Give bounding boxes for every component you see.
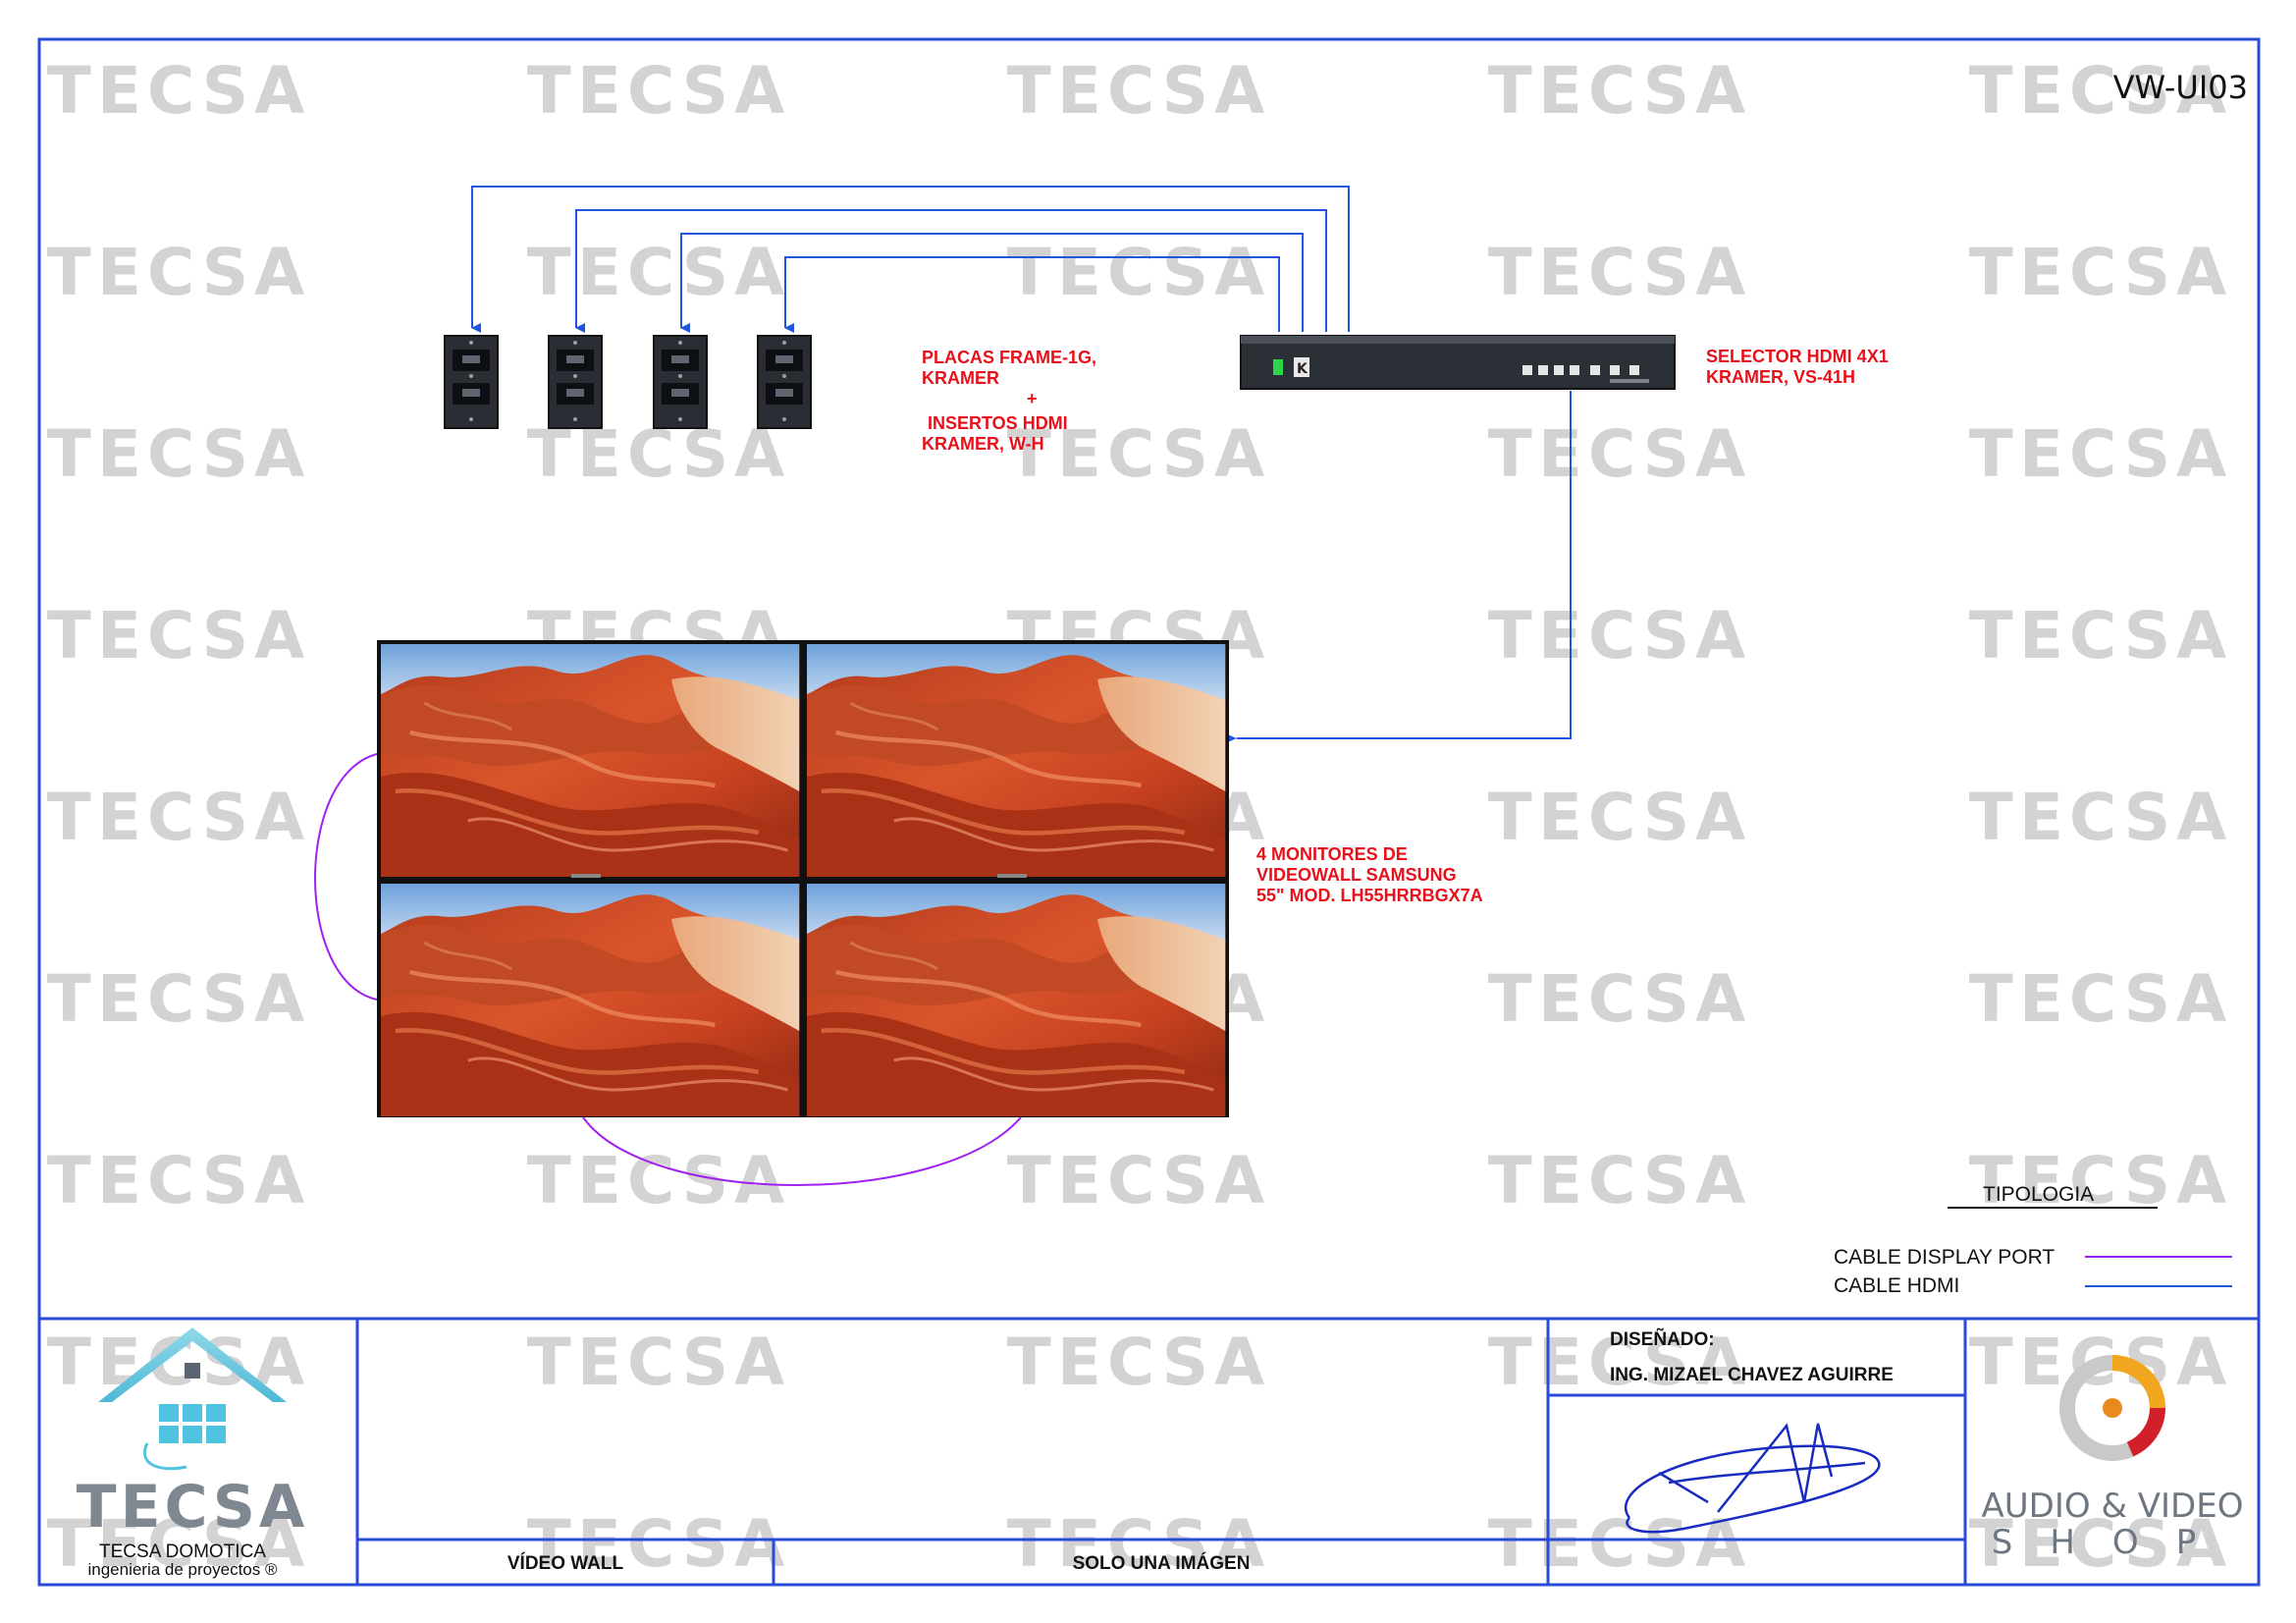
wall-plate-1 xyxy=(444,335,499,429)
monitor-bottom-right xyxy=(807,884,1225,1116)
watermark-text: TECSA xyxy=(47,53,310,129)
watermark-text: TECSA xyxy=(1488,53,1751,129)
label-line: KRAMER, W-H xyxy=(922,434,1044,454)
shop-name-line1: AUDIO & VIDEO xyxy=(1982,1487,2244,1526)
label-line: KRAMER, VS-41H xyxy=(1706,367,1855,387)
drawing-code: VW-UI03 xyxy=(2113,69,2248,106)
hdmi-selector-label: SELECTOR HDMI 4X1 KRAMER, VS-41H xyxy=(1706,347,1889,387)
watermark-text: TECSA xyxy=(1488,961,1751,1037)
watermark-text: TECSA xyxy=(1969,53,2232,129)
label-line: + xyxy=(1027,389,1038,408)
label-line: KRAMER xyxy=(922,368,999,388)
project-title: VÍDEO WALL xyxy=(507,1552,624,1574)
watermark-text: TECSA xyxy=(47,961,310,1037)
hdmi-cables-plates xyxy=(471,186,1350,333)
legend-item-displayport: CABLE DISPLAY PORT xyxy=(1834,1246,2055,1269)
watermark-text: TECSA xyxy=(47,416,310,492)
watermark-text: TECSA xyxy=(1007,1506,1270,1582)
watermark-text: TECSA xyxy=(1969,780,2232,855)
hdmi-cable-videowall xyxy=(1225,391,1572,743)
watermark-text: TECSA xyxy=(527,235,790,310)
watermark-text: TECSA xyxy=(527,1143,790,1218)
watermark-text: TECSA xyxy=(1969,961,2232,1037)
watermark-text: TECSA xyxy=(47,1143,310,1218)
designer-signature xyxy=(1624,1423,1881,1534)
watermark-text: TECSA xyxy=(1969,1506,2232,1582)
watermark-text: TECSA xyxy=(47,598,310,674)
label-line: SELECTOR HDMI 4X1 xyxy=(1706,347,1889,366)
house-roof-icon xyxy=(98,1327,287,1402)
sheet-border xyxy=(37,37,2261,1587)
wall-plates-label: PLACAS FRAME-1G, KRAMER + INSERTOS HDMI … xyxy=(922,348,1096,454)
wall-plate-3 xyxy=(653,335,708,429)
watermark-text: TECSA xyxy=(1488,416,1751,492)
monitor-top-right xyxy=(807,644,1225,877)
monitor-top-left xyxy=(381,644,799,877)
wall-plates xyxy=(444,335,812,429)
monitors-label: 4 MONITORES DE VIDEOWALL SAMSUNG 55" MOD… xyxy=(1256,844,1483,905)
watermark-text: TECSA xyxy=(1969,598,2232,674)
shop-name-line2: SHOP xyxy=(1992,1523,2233,1562)
label-line: 55" MOD. LH55HRRBGX7A xyxy=(1256,886,1483,905)
designer-name: ING. MIZAEL CHAVEZ AGUIRRE xyxy=(1610,1365,1894,1385)
legend-item-hdmi: CABLE HDMI xyxy=(1834,1274,1959,1297)
watermark-text: TECSA xyxy=(1488,1325,1751,1400)
watermark-text: TECSA xyxy=(1488,1506,1751,1582)
label-line: PLACAS FRAME-1G, xyxy=(922,348,1096,367)
watermark-text: TECSA xyxy=(1969,416,2232,492)
project-note: SOLO UNA IMÁGEN xyxy=(1073,1552,1251,1574)
label-line: VIDEOWALL SAMSUNG xyxy=(1256,865,1457,885)
hdmi-selector-device: K xyxy=(1240,335,1676,390)
watermark-text: TECSA xyxy=(47,1325,310,1400)
watermark-text: TECSA xyxy=(1007,416,1270,492)
svg-text:K: K xyxy=(1297,361,1308,377)
monitor-bottom-left xyxy=(381,884,799,1116)
videowall xyxy=(377,640,1229,1117)
watermark-text: TECSA xyxy=(1488,235,1751,310)
watermark-text: TECSA xyxy=(1007,1325,1270,1400)
audio-video-shop-logo: AUDIO & VIDEO SHOP xyxy=(1982,1355,2244,1562)
legend-title: TIPOLOGIA xyxy=(1983,1183,2094,1206)
watermark-text: TECSA xyxy=(1007,53,1270,129)
tecsa-logo: TECSA TECSA DOMOTICA ingenieria de proye… xyxy=(77,1327,309,1579)
watermark-text: TECSA xyxy=(1007,1143,1270,1218)
company-tagline: ingenieria de proyectos ® xyxy=(87,1560,278,1579)
wall-plate-4 xyxy=(757,335,812,429)
wall-plate-2 xyxy=(548,335,603,429)
watermark-text: TECSA xyxy=(1969,1143,2232,1218)
watermark-text: TECSA xyxy=(1007,235,1270,310)
company-name: TECSA DOMOTICA xyxy=(99,1542,266,1562)
watermark-text: TECSA xyxy=(47,1506,310,1582)
watermark-text: TECSA xyxy=(527,1325,790,1400)
label-line: 4 MONITORES DE xyxy=(1256,844,1408,864)
label-line: INSERTOS HDMI xyxy=(928,413,1068,433)
watermark-text: TECSA xyxy=(527,53,790,129)
watermark-text: TECSA xyxy=(1488,598,1751,674)
watermark-text: TECSA xyxy=(1969,235,2232,310)
designed-label: DISEÑADO: xyxy=(1610,1328,1715,1350)
tecsa-logo-text: TECSA xyxy=(77,1473,309,1542)
watermark-text: TECSA xyxy=(527,1506,790,1582)
watermark-text: TECSA xyxy=(1488,1143,1751,1218)
watermark-text: TECSA xyxy=(1488,780,1751,855)
title-block xyxy=(39,1317,2259,1585)
displayport-cables xyxy=(314,753,1022,1186)
watermark-text: TECSA xyxy=(47,780,310,855)
watermark-text: TECSA xyxy=(47,235,310,310)
legend: TIPOLOGIA CABLE DISPLAY PORT CABLE HDMI xyxy=(1834,1183,2232,1297)
